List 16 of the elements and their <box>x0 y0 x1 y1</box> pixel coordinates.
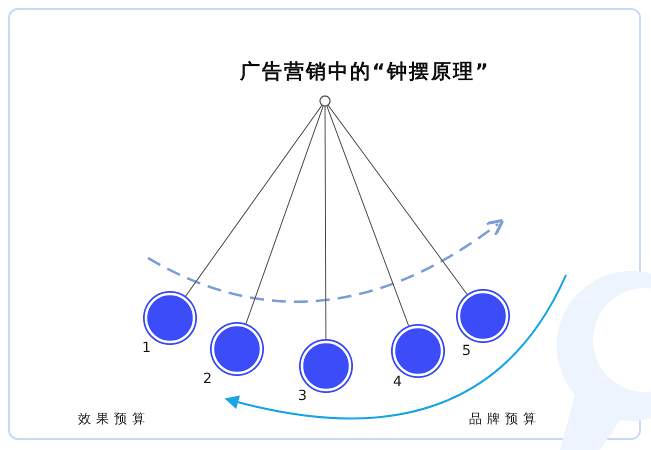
callout-number: 3 <box>298 388 307 404</box>
pendulum-string <box>246 105 324 324</box>
pendulum-string <box>327 104 468 295</box>
title: 广告营销中的“钟摆原理” <box>240 58 490 85</box>
pivot-circle <box>319 95 331 107</box>
callout-number: 2 <box>203 371 212 387</box>
callout-number: 1 <box>142 340 151 356</box>
pendulum-string <box>185 104 323 297</box>
callout-number: 4 <box>393 374 402 390</box>
axis-label: 效果预算 <box>78 411 150 428</box>
callout-number: 5 <box>462 343 471 359</box>
pendulum-ball <box>209 321 265 377</box>
pendulum-string <box>326 105 410 326</box>
axis-label: 品牌预算 <box>469 411 541 428</box>
pendulum-ball <box>455 288 511 344</box>
pendulum-string <box>324 106 326 340</box>
